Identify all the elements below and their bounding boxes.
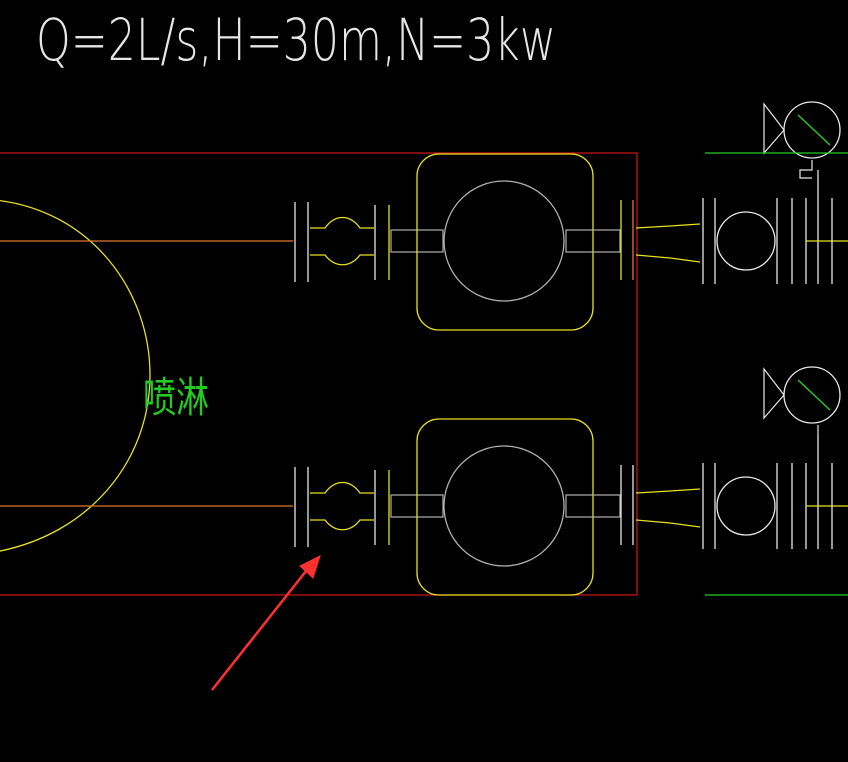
gauge-needle xyxy=(797,379,831,411)
pump-assembly-2 xyxy=(0,366,848,596)
tank-outline xyxy=(0,200,151,552)
gauge-valve-icon xyxy=(763,102,785,155)
pump-body xyxy=(443,445,565,567)
discharge-pipe xyxy=(635,223,701,263)
pump-body xyxy=(443,180,565,302)
gauge-tap xyxy=(799,160,813,179)
flex-joint xyxy=(310,481,374,531)
pump-base xyxy=(416,153,594,331)
check-valve-disc xyxy=(716,211,776,271)
pressure-gauge-icon xyxy=(783,101,841,159)
flex-joint xyxy=(310,216,374,266)
annotation-arrow-icon xyxy=(211,555,321,691)
gauge-valve-icon xyxy=(763,367,785,420)
pump-assembly-1 xyxy=(0,101,848,331)
check-valve-disc xyxy=(716,476,776,536)
enclosure-frame xyxy=(0,152,638,596)
gauge-needle xyxy=(797,114,831,146)
outlet-stub xyxy=(565,229,621,253)
pump-base xyxy=(416,418,594,596)
discharge-pipe xyxy=(635,488,701,528)
outlet-stub xyxy=(565,494,621,518)
pressure-gauge-icon xyxy=(783,366,841,424)
tank-label: 喷淋 xyxy=(143,373,209,422)
spec-text: Q=2L/s,H=30m,N=3kw xyxy=(36,6,556,74)
